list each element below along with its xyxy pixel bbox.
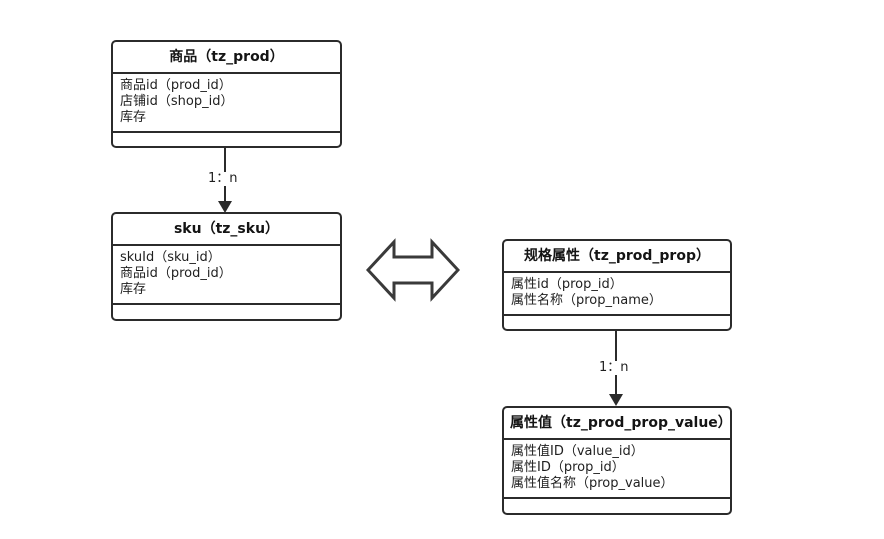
entity-field: 商品id（prod_id） bbox=[120, 78, 232, 93]
entity-tz-sku[interactable]: sku（tz_sku） skuId（sku_id） 商品id（prod_id） … bbox=[111, 212, 342, 321]
entity-field: 店铺id（shop_id） bbox=[120, 94, 234, 109]
entity-field: 属性值ID（value_id） bbox=[511, 444, 644, 459]
entity-field: 属性名称（prop_name） bbox=[511, 293, 662, 308]
entity-tz-prod[interactable]: 商品（tz_prod） 商品id（prod_id） 店铺id（shop_id） … bbox=[111, 40, 342, 148]
entity-title: 商品（tz_prod） bbox=[113, 42, 340, 74]
entity-field-list: 商品id（prod_id） 店铺id（shop_id） 库存 bbox=[113, 74, 340, 133]
arrowhead-down-icon bbox=[218, 201, 232, 213]
entity-field: 商品id（prod_id） bbox=[120, 266, 232, 281]
relation-prod-to-sku: 1：n bbox=[206, 148, 240, 214]
entity-tz-prod-prop[interactable]: 规格属性（tz_prod_prop） 属性id（prop_id） 属性名称（pr… bbox=[502, 239, 732, 331]
entity-field: 属性值名称（prop_value） bbox=[511, 476, 674, 491]
entity-footer-compartment bbox=[113, 305, 340, 319]
entity-field: 库存 bbox=[120, 282, 147, 297]
relation-prop-to-prop-value: 1：n bbox=[597, 331, 631, 407]
entity-footer-compartment bbox=[504, 499, 730, 513]
entity-field: 属性id（prop_id） bbox=[511, 277, 623, 292]
entity-title: 规格属性（tz_prod_prop） bbox=[504, 241, 730, 273]
arrowhead-down-icon bbox=[609, 394, 623, 406]
entity-tz-prod-prop-value[interactable]: 属性值（tz_prod_prop_value） 属性值ID（value_id） … bbox=[502, 406, 732, 515]
entity-field: 属性ID（prop_id） bbox=[511, 460, 625, 475]
entity-title: 属性值（tz_prod_prop_value） bbox=[504, 408, 732, 440]
entity-field-list: 属性id（prop_id） 属性名称（prop_name） bbox=[504, 273, 730, 316]
entity-field: 库存 bbox=[120, 110, 147, 125]
entity-title: sku（tz_sku） bbox=[113, 214, 340, 246]
bidirectional-arrow-icon bbox=[366, 236, 460, 304]
entity-footer-compartment bbox=[113, 133, 340, 146]
entity-field: skuId（sku_id） bbox=[120, 250, 221, 265]
relation-label: 1：n bbox=[597, 360, 631, 375]
entity-field-list: 属性值ID（value_id） 属性ID（prop_id） 属性值名称（prop… bbox=[504, 440, 730, 499]
entity-field-list: skuId（sku_id） 商品id（prod_id） 库存 bbox=[113, 246, 340, 305]
entity-footer-compartment bbox=[504, 316, 730, 329]
relation-label: 1：n bbox=[206, 171, 240, 186]
